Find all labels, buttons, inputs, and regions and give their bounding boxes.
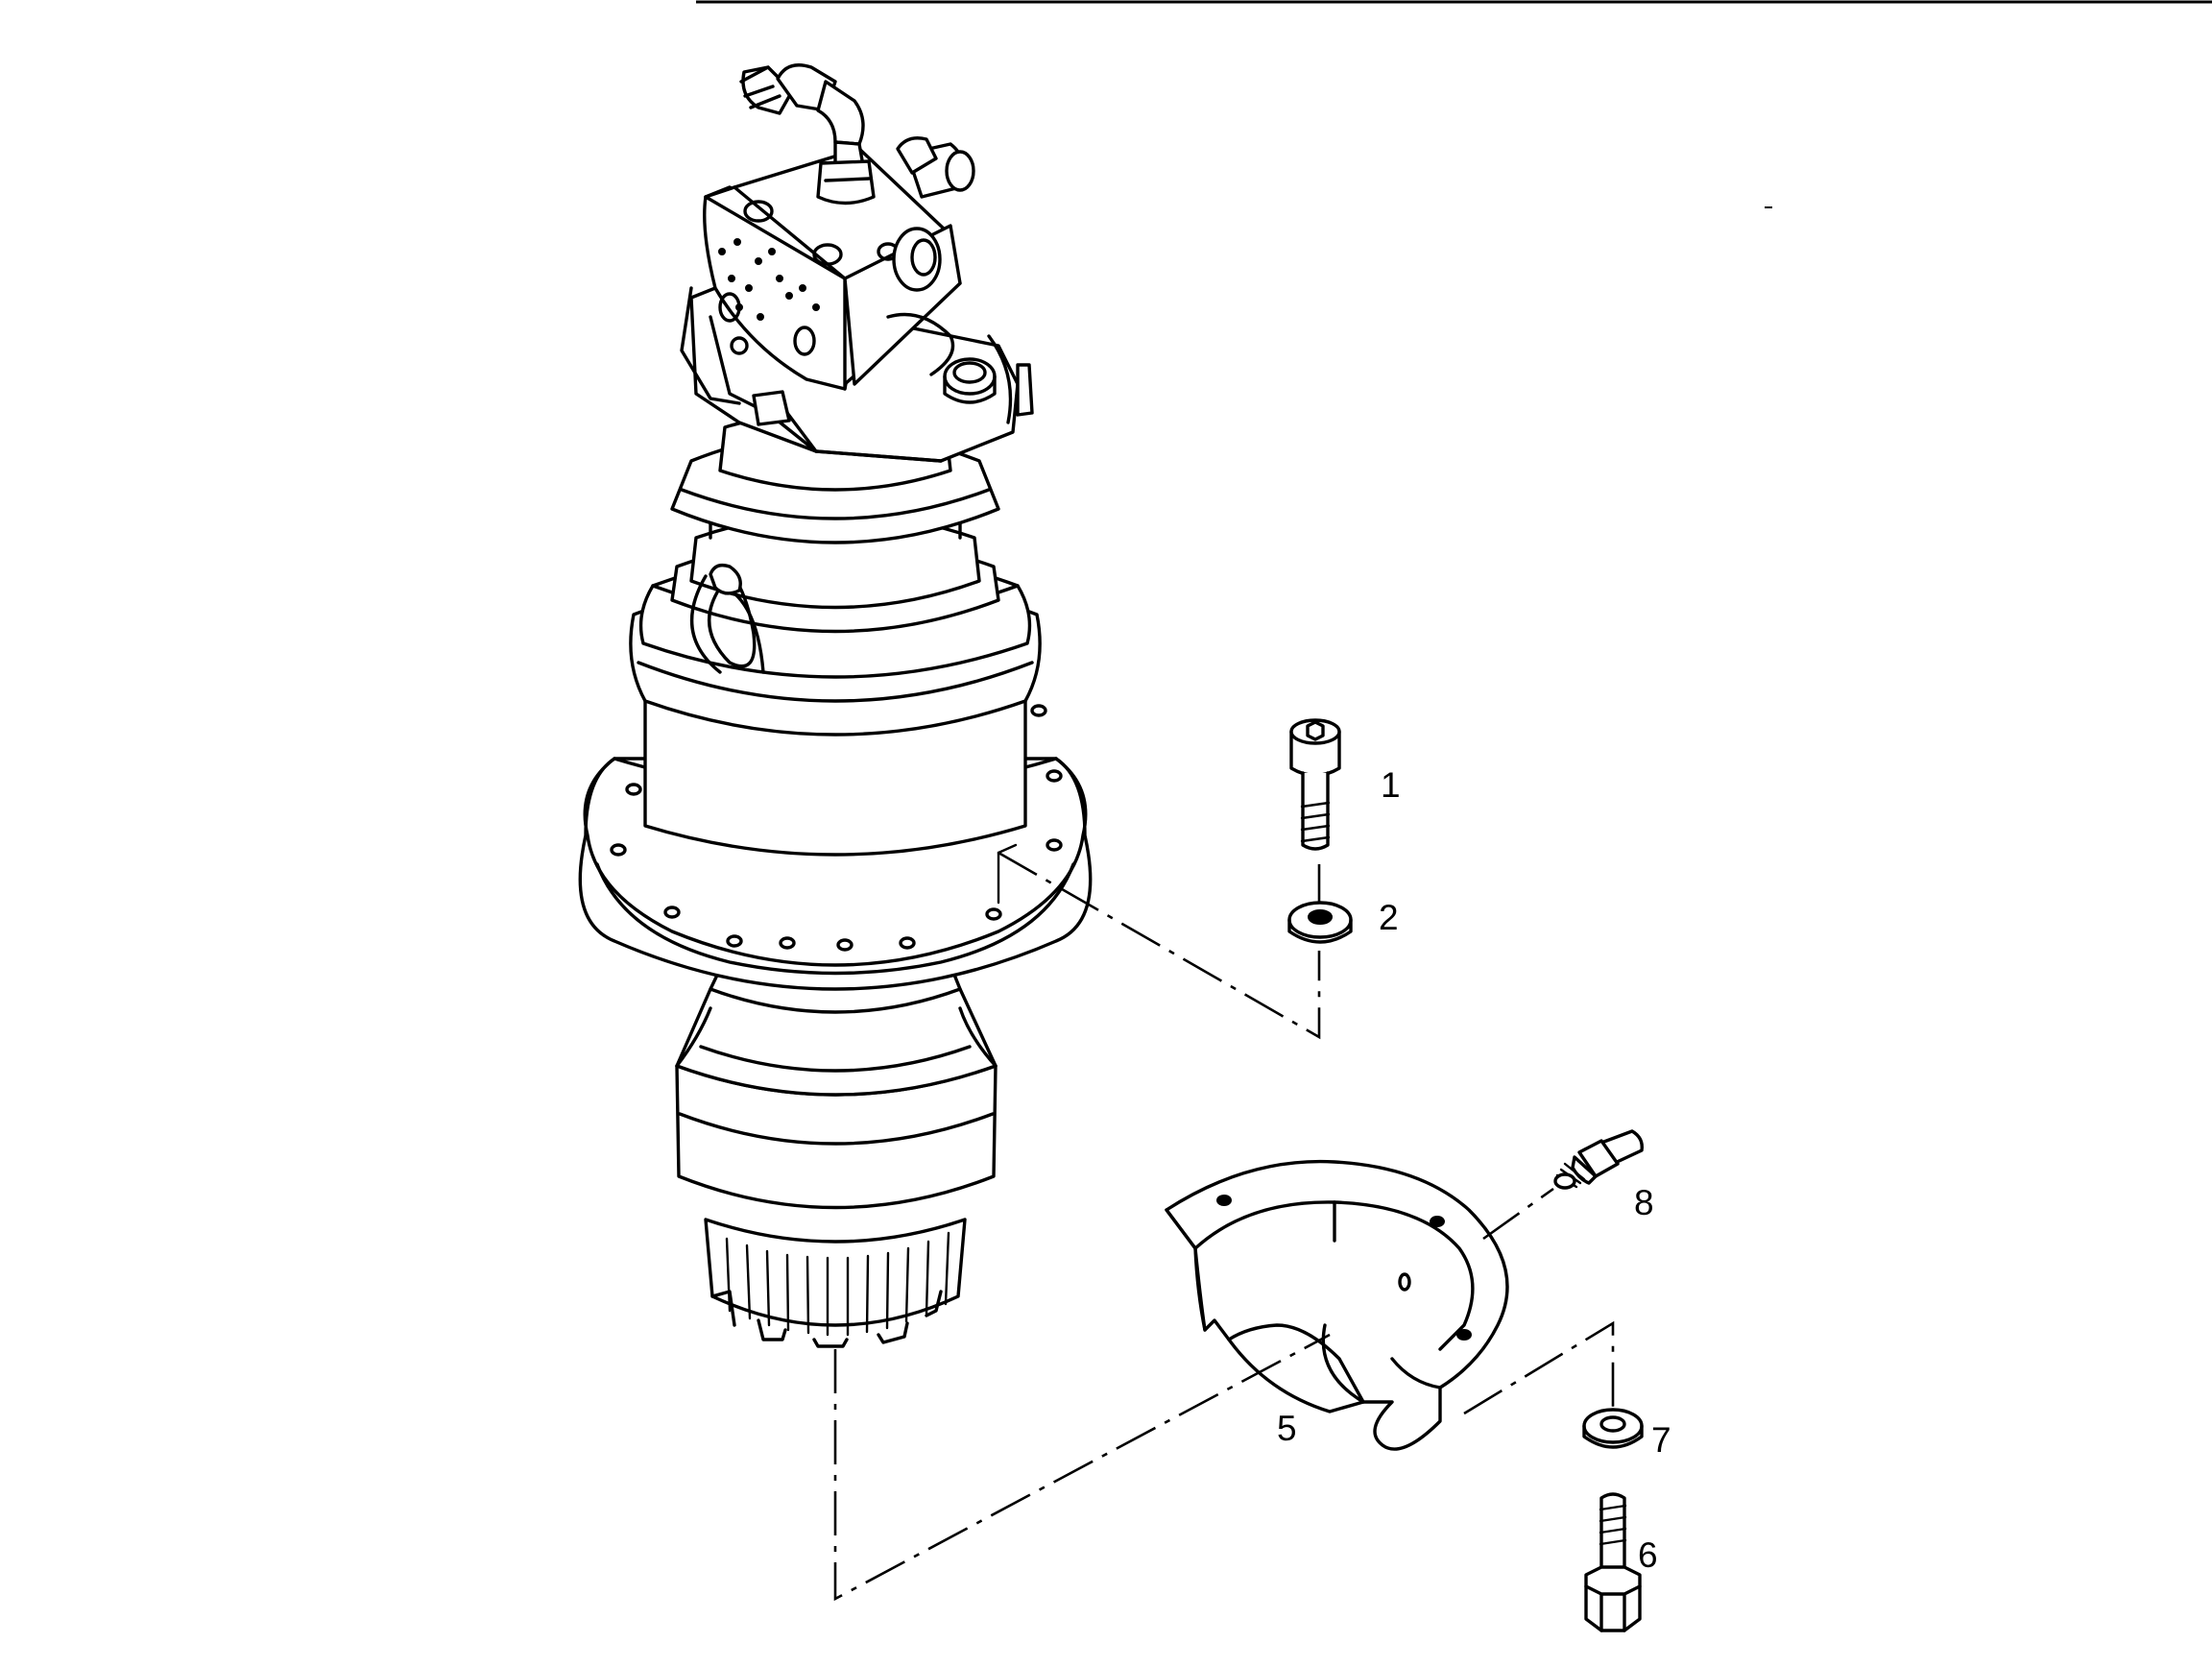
part-2-washer [1287,901,1353,944]
elbow-fitting [739,63,975,205]
valve-block [680,147,962,405]
callout-5: 5 [1277,1409,1297,1448]
part-8-grease-fitting [1553,1129,1644,1190]
part-5-cover [1165,1159,1509,1451]
upper-housing [629,497,1042,857]
callout-2: 2 [1379,898,1399,937]
swing-gearbox-assembly [578,63,1093,1348]
callout-labels: 1 2 5 6 7 8 [1277,765,1671,1575]
part-1-cap-screw [1289,718,1341,851]
output-pinion [704,1218,967,1348]
callout-6: 6 [1638,1535,1658,1575]
lower-housing [675,963,998,1210]
callout-7: 7 [1651,1420,1671,1460]
callout-8: 8 [1634,1183,1654,1222]
assembly-leader-lines [833,851,1615,1602]
callout-1: 1 [1381,765,1401,805]
part-7-washer [1582,1408,1644,1449]
side-hose [689,563,765,674]
part-6-hex-bolt [1584,1492,1642,1632]
